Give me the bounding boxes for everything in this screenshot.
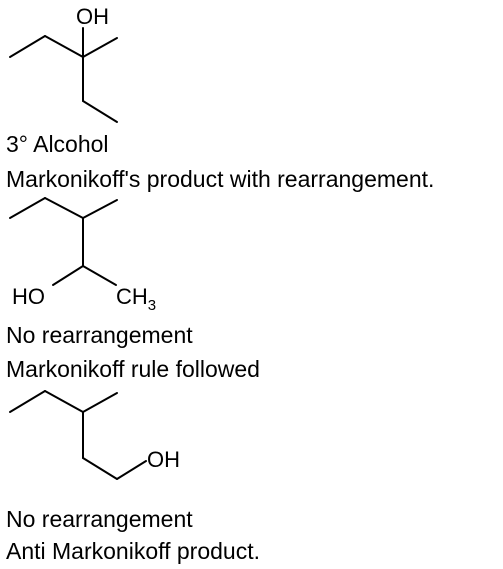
hydroxyl-label: OH — [147, 447, 180, 472]
hydroxyl-label: HO — [12, 284, 45, 309]
methyl-label-ch: CH — [116, 284, 148, 309]
bond — [9, 35, 46, 58]
molecule-1-structure: OH — [9, 4, 118, 123]
molecule-2-caption-line-2: Markonikoff rule followed — [6, 356, 260, 382]
hydroxyl-label: OH — [76, 4, 109, 29]
molecule-1-caption-line-2: Markonikoff's product with rearrangement… — [6, 166, 435, 192]
bond — [44, 197, 84, 219]
bond — [116, 460, 147, 480]
molecule-3-caption-line-2: Anti Markonikoff product. — [6, 538, 260, 564]
bond — [9, 390, 46, 413]
bond — [52, 265, 84, 286]
molecule-2-structure: HO CH3 — [9, 197, 156, 314]
bond — [44, 35, 84, 58]
molecule-2-caption-line-1: No rearrangement — [6, 322, 193, 348]
bond — [82, 392, 118, 413]
bond — [44, 390, 84, 413]
methyl-label: CH3 — [116, 284, 156, 314]
bond — [82, 100, 118, 123]
molecule-3-structure: OH — [9, 390, 180, 480]
bond — [9, 197, 46, 219]
bond — [82, 265, 117, 286]
bond — [82, 199, 118, 219]
molecule-1-caption-line-1: 3° Alcohol — [6, 131, 109, 157]
methyl-label-subscript: 3 — [148, 297, 156, 314]
molecule-3-caption-line-1: No rearrangement — [6, 506, 193, 532]
bond — [82, 457, 118, 480]
bond — [82, 37, 118, 58]
